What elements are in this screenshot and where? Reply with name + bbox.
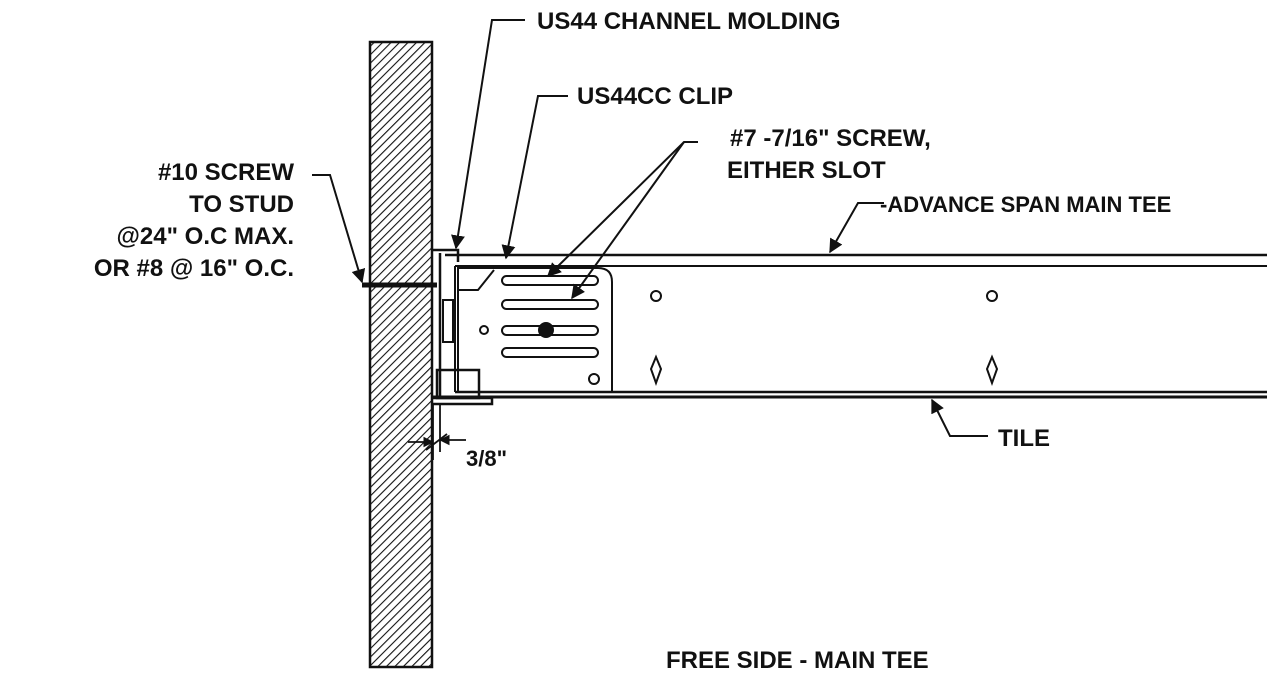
label-screw7-line2: EITHER SLOT (727, 157, 886, 184)
wall-stud (368, 40, 434, 669)
label-screw10-line4: OR #8 @ 16" O.C. (94, 255, 294, 282)
caption: FREE SIDE - MAIN TEE (666, 647, 929, 674)
clip (442, 267, 613, 393)
screw-7-head (538, 322, 554, 338)
leader-lines (312, 19, 988, 437)
label-screw10-line2: TO STUD (189, 191, 294, 218)
label-screw10-line3: @24" O.C MAX. (117, 223, 294, 250)
label-screw10-line1: #10 SCREW (158, 159, 294, 186)
label-clip: US44CC CLIP (577, 83, 733, 110)
main-tee (433, 253, 1267, 399)
label-screw7-line1: #7 -7/16" SCREW, (730, 125, 931, 152)
dimension-3-8 (408, 404, 466, 460)
label-tile: TILE (998, 425, 1050, 452)
label-dimension: 3/8" (466, 446, 507, 471)
label-main-tee: -ADVANCE SPAN MAIN TEE (880, 192, 1171, 217)
label-channel-molding: US44 CHANNEL MOLDING (537, 8, 841, 35)
